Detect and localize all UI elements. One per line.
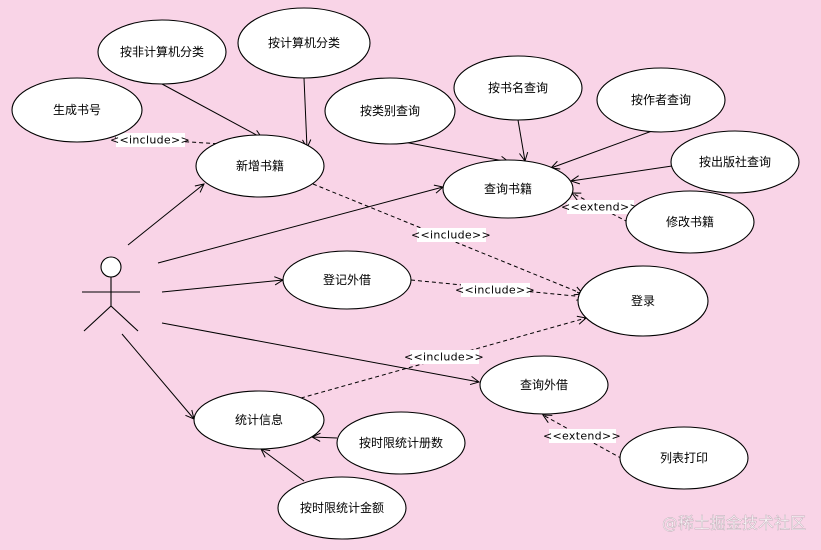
use-case-label: 按计算机分类	[268, 35, 340, 50]
use-case-label: 按出版社查询	[699, 154, 771, 169]
stat-count-to-statistics	[312, 437, 338, 438]
use-case-label: 统计信息	[235, 412, 283, 427]
use-case-label: 按时限统计册数	[359, 435, 443, 450]
use-case-login: 登录	[577, 265, 709, 337]
use-case-statistics: 统计信息	[193, 390, 325, 450]
use-case-query-by-category: 按类别查询	[324, 77, 456, 145]
by-author-to-query-book	[551, 130, 653, 168]
use-case-label: 生成书号	[53, 103, 101, 117]
use-case-query-by-publisher: 按出版社查询	[670, 130, 800, 194]
actor-to-query-book	[157, 187, 443, 264]
use-case-label: 按类别查询	[360, 104, 420, 118]
include-label-statistics-login: <<include>>	[404, 350, 484, 364]
use-case-label: 按书名查询	[488, 80, 548, 95]
use-case-stat-amount-by-period: 按时限统计金额	[277, 476, 407, 540]
actor-to-add-book	[127, 184, 204, 246]
use-case-label: 按作者查询	[631, 93, 691, 107]
use-case-print-list: 列表打印	[619, 426, 749, 490]
include-text: <<include>>	[411, 229, 491, 242]
use-cases: 按非计算机分类 按计算机分类 生成书号 新增书籍 按类别查询 按书名查询 按作者…	[11, 7, 800, 540]
use-case-computer-category: 按计算机分类	[237, 7, 371, 79]
use-case-query-loan: 查询外借	[479, 355, 609, 415]
use-case-label: 修改书籍	[666, 214, 714, 229]
actor-left-leg	[83, 305, 112, 332]
actor-to-register-loan	[161, 280, 283, 293]
use-case-add-book: 新增书籍	[195, 134, 325, 198]
print-list-extend-query-loan	[543, 415, 629, 463]
use-case-non-computer-category: 按非计算机分类	[97, 19, 227, 85]
use-case-query-by-title: 按书名查询	[453, 55, 583, 121]
watermark: @稀土掘金技术社区	[662, 514, 806, 533]
include-label-generate-no: <<include>>	[110, 133, 190, 147]
include-label-register-login: <<include>>	[455, 283, 535, 297]
include-text: <<include>>	[110, 134, 190, 147]
stat-amount-to-statistics	[261, 449, 305, 482]
use-case-label: 登录	[631, 293, 655, 308]
actor-right-leg	[110, 305, 139, 332]
by-title-to-query-book	[517, 119, 525, 161]
use-case-label: 登记外借	[323, 272, 371, 287]
actor-figure	[82, 256, 140, 332]
non-computer-to-add-book	[161, 83, 262, 138]
extend-text: <<extend>>	[543, 430, 621, 443]
actor-to-statistics	[121, 333, 194, 419]
use-case-label: 列表打印	[660, 451, 708, 465]
include-text: <<include>>	[404, 351, 484, 364]
computer-to-add-book	[304, 77, 307, 148]
use-case-generate-book-no: 生成书号	[11, 77, 143, 143]
extend-label-modify-book: <<extend>>	[561, 200, 639, 214]
use-case-label: 按非计算机分类	[120, 44, 204, 59]
stereotype-labels: <<include>> <<extend>> <<include>> <<inc…	[110, 133, 639, 443]
by-category-to-query-book	[403, 141, 509, 162]
use-case-query-book: 查询书籍	[442, 159, 574, 219]
use-case-label: 查询外借	[520, 378, 568, 392]
by-publisher-to-query-book	[571, 165, 673, 181]
use-case-modify-book: 修改书籍	[625, 190, 755, 254]
include-label-add-book-login: <<include>>	[411, 228, 491, 242]
use-case-label: 新增书籍	[236, 158, 284, 173]
extend-text: <<extend>>	[561, 201, 639, 214]
associations	[121, 77, 673, 482]
use-case-label: 按时限统计金额	[300, 500, 384, 515]
use-case-stat-count-by-period: 按时限统计册数	[336, 411, 466, 475]
include-text: <<include>>	[455, 284, 535, 297]
use-case-register-loan: 登记外借	[282, 250, 412, 310]
extend-label-print-list: <<extend>>	[543, 429, 621, 443]
actor-head	[100, 256, 122, 278]
use-case-query-by-author: 按作者查询	[596, 67, 726, 133]
use-case-label: 查询书籍	[484, 181, 532, 196]
actor-to-query-loan	[161, 322, 479, 382]
